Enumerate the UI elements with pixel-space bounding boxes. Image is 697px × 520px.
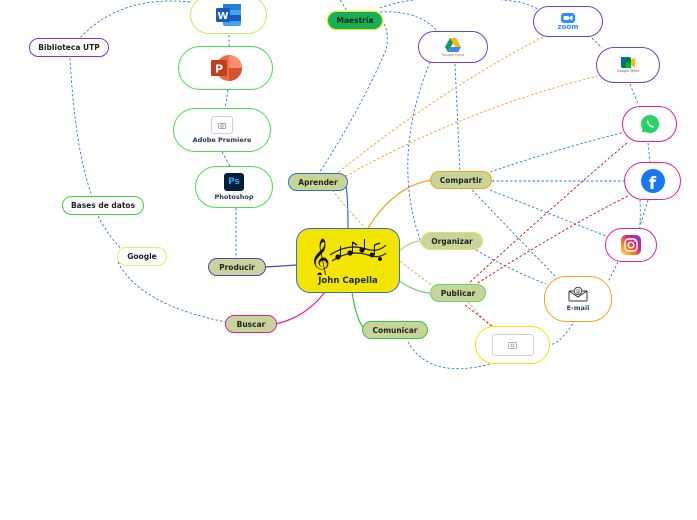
topic-buscar[interactable]: Buscar <box>225 315 277 333</box>
svg-text:W: W <box>217 11 228 22</box>
link-publicar-facebook <box>469 195 629 289</box>
branch-organizar <box>397 240 423 253</box>
zoom-icon <box>561 12 575 23</box>
branch-compartir <box>367 179 433 229</box>
link-compartir-whatsapp <box>489 132 623 173</box>
link-instagram-email <box>607 261 619 283</box>
central-topic[interactable]: 𝄞 John Capella <box>296 228 400 293</box>
link-maestria-drive <box>379 11 439 33</box>
link-aprender-meet <box>329 75 599 186</box>
zoom-label: zoom <box>557 22 579 31</box>
link-email-camera <box>547 319 576 346</box>
google-drive-node[interactable]: Google Drive <box>418 31 488 63</box>
camera-image-placeholder <box>491 334 534 356</box>
topic-aprender[interactable]: Aprender <box>288 173 348 191</box>
google-meet-node[interactable]: Google Meet <box>596 47 660 83</box>
powerpoint-node[interactable]: P <box>178 46 273 90</box>
topic-publicar[interactable]: Publicar <box>430 284 486 302</box>
link-maestria-top <box>339 0 349 13</box>
link-meet-whatsapp <box>629 83 639 105</box>
svg-text:@: @ <box>576 289 581 295</box>
instagram-node[interactable] <box>605 228 657 262</box>
adobe-premiere-image-placeholder <box>211 116 233 134</box>
branch-aprender <box>344 181 349 229</box>
photoshop-label: Photoshop <box>214 193 254 201</box>
branch-buscar <box>274 291 326 325</box>
link-drive-compartir <box>454 63 461 173</box>
link-publicar-whatsapp <box>469 141 629 283</box>
link-ppt-premiere <box>224 89 229 109</box>
google-drive-icon <box>445 37 461 52</box>
facebook-node[interactable]: f <box>624 162 681 200</box>
link-google-buscar <box>117 261 227 323</box>
word-node[interactable]: W <box>190 0 267 34</box>
svg-text:P: P <box>214 63 222 76</box>
subtopic-bases-de-datos[interactable]: Bases de datos <box>62 196 144 215</box>
link-aprender-zoom <box>334 35 546 176</box>
link-camera-comunicar <box>407 341 491 370</box>
subtopic-biblioteca-utp[interactable]: Biblioteca UTP <box>29 38 109 57</box>
link-biblio-bases <box>69 57 93 197</box>
link-compartir-email <box>471 189 556 277</box>
adobe-premiere-label: Adobe Premiere <box>192 136 252 144</box>
adobe-premiere-node[interactable]: Adobe Premiere <box>173 108 271 152</box>
photoshop-icon: Ps <box>224 173 244 191</box>
instagram-icon <box>621 235 641 255</box>
facebook-icon: f <box>640 169 665 193</box>
link-zoom-meet <box>591 37 603 49</box>
camera-placeholder-node[interactable] <box>475 326 550 364</box>
email-icon: @ <box>568 286 588 302</box>
central-topic-label: John Capella <box>318 276 378 286</box>
camera-placeholder-icon <box>508 342 517 349</box>
link-facebook-instagram <box>639 199 649 227</box>
link-maestria-zoom <box>379 0 541 11</box>
link-organizar-email <box>475 249 547 285</box>
word-icon: W <box>215 4 241 26</box>
branch-publicar <box>397 279 431 294</box>
google-meet-icon <box>621 57 635 68</box>
link-word-biblio <box>79 0 191 39</box>
link-whatsapp-facebook <box>647 142 651 163</box>
zoom-node[interactable]: zoom <box>533 6 603 37</box>
branch-producir <box>264 264 298 268</box>
email-node[interactable]: @ E-mail <box>544 276 612 322</box>
music-notes-image: 𝄞 <box>310 238 387 275</box>
link-aprender-maestria <box>317 11 388 176</box>
camera-placeholder-icon <box>218 122 226 129</box>
topic-organizar[interactable]: Organizar <box>421 232 483 250</box>
topic-compartir[interactable]: Compartir <box>430 171 492 189</box>
link-premiere-photoshop <box>221 151 231 167</box>
whatsapp-icon <box>640 115 659 133</box>
google-meet-label: Google Meet <box>616 69 640 73</box>
whatsapp-node[interactable] <box>622 106 677 142</box>
google-drive-label: Google Drive <box>441 52 465 57</box>
link-drive-organizar <box>407 61 431 246</box>
link-publicar-camera-red <box>464 304 493 327</box>
email-label: E-mail <box>566 304 590 312</box>
topic-producir[interactable]: Producir <box>208 258 266 276</box>
powerpoint-icon: P <box>210 55 242 81</box>
link-compartir-instagram <box>489 189 607 237</box>
topic-comunicar[interactable]: Comunicar <box>362 321 428 339</box>
topic-maestria[interactable]: Maestría <box>327 11 383 30</box>
link-bases-google <box>95 211 126 253</box>
svg-text:𝄞: 𝄞 <box>310 238 330 275</box>
subtopic-google[interactable]: Google <box>117 247 167 266</box>
photoshop-node[interactable]: Ps Photoshop <box>195 166 273 208</box>
